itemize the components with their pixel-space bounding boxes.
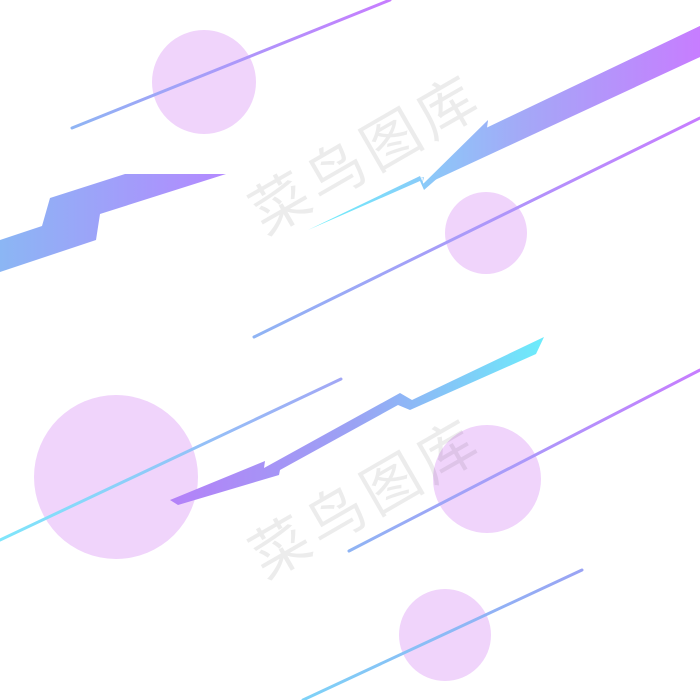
bold-streak bbox=[170, 337, 544, 505]
thin-streak bbox=[70, 0, 392, 130]
decor-circle bbox=[34, 395, 198, 559]
thin-streak bbox=[347, 368, 700, 553]
bold-streak bbox=[0, 174, 226, 272]
thin-streak bbox=[301, 568, 584, 700]
decor-circle bbox=[152, 30, 256, 134]
thin-streak bbox=[252, 116, 700, 339]
thin-streak bbox=[0, 377, 343, 542]
bold-streak bbox=[308, 26, 700, 230]
decor-circle bbox=[445, 192, 527, 274]
